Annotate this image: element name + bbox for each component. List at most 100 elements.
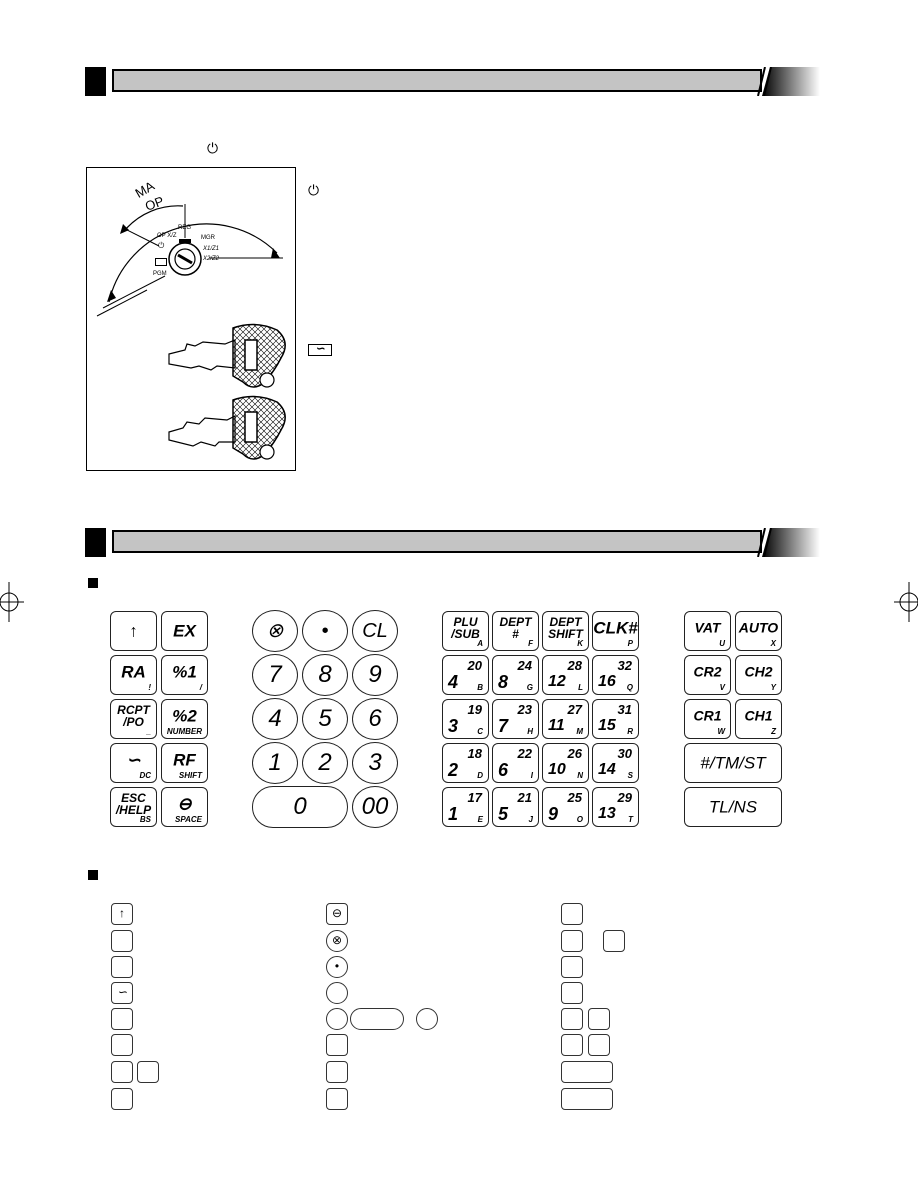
- key-1[interactable]: 1: [252, 742, 298, 784]
- key-sublabel: SPACE: [175, 815, 202, 824]
- key-sublabel: H: [527, 727, 533, 736]
- key-sublabel: S: [627, 771, 633, 780]
- key-sublabel: L: [578, 683, 583, 692]
- key-multiply[interactable]: ⊗: [252, 610, 298, 652]
- key-9[interactable]: 9: [352, 654, 398, 696]
- key-label: 2: [318, 749, 332, 776]
- key-5[interactable]: 5: [302, 698, 348, 740]
- key-label: ↑: [129, 621, 138, 641]
- key-tl-ns[interactable]: TL/NS: [684, 787, 782, 827]
- key-label: 8: [318, 661, 332, 688]
- legend-dept-shift-key: [326, 1088, 348, 1110]
- dept-number: 5: [498, 804, 509, 824]
- key-ex[interactable]: EX: [161, 611, 208, 651]
- key-label: ⊖: [177, 794, 192, 814]
- key-1[interactable]: %1/: [161, 655, 208, 695]
- dial-label-mgr: MGR: [201, 235, 215, 241]
- dept-shift-number: 25: [567, 790, 582, 805]
- key-label: 5: [318, 705, 332, 732]
- key-sublabel: V: [719, 683, 725, 692]
- key-0[interactable]: 0: [252, 786, 348, 828]
- dial-void-icon: [155, 258, 167, 266]
- dept-shift-number: 24: [517, 658, 532, 673]
- dial-label-reg: REG: [178, 225, 192, 231]
- key-sublabel: U: [719, 639, 725, 648]
- key-rcpt-po[interactable]: RCPT /PO_: [110, 699, 157, 739]
- key-label: 7: [268, 661, 282, 688]
- dept-number: 3: [448, 716, 459, 736]
- legend-ch2-key: [588, 1034, 610, 1056]
- key-label: EX: [173, 621, 196, 641]
- legend-paper-feed-key: ↑: [111, 903, 133, 925]
- key-sublabel: !: [148, 683, 151, 692]
- key-4[interactable]: 4: [252, 698, 298, 740]
- key-8[interactable]: 8: [302, 654, 348, 696]
- key-label: CH1: [744, 707, 773, 724]
- legend-plu-key: [326, 1034, 348, 1056]
- key-label: CR1: [693, 707, 722, 724]
- dept-number: 9: [548, 804, 559, 824]
- key-symbol[interactable]: ⊖SPACE: [161, 787, 208, 827]
- key-7[interactable]: 7: [252, 654, 298, 696]
- key-sublabel: I: [530, 771, 533, 780]
- legend-clk-key: [561, 903, 583, 925]
- key-cl[interactable]: CL: [352, 610, 398, 652]
- key-label: %1: [172, 662, 197, 682]
- key-sublabel: K: [577, 639, 583, 648]
- key-6[interactable]: 6: [352, 698, 398, 740]
- key-label: 4: [268, 705, 282, 732]
- dept-number: 1: [448, 804, 459, 824]
- key-ra[interactable]: RA!: [110, 655, 157, 695]
- key-symbol[interactable]: ∽DC: [110, 743, 157, 783]
- key-label: 0: [293, 793, 307, 820]
- key-symbol[interactable]: ↑: [110, 611, 157, 651]
- key-sublabel: Y: [770, 683, 776, 692]
- legend-vat-key: [561, 956, 583, 978]
- key-clk[interactable]: CLK#P: [592, 611, 639, 651]
- dept-shift-number: 18: [467, 746, 482, 761]
- registration-mark-right: [894, 582, 918, 622]
- key-sublabel: P: [627, 639, 633, 648]
- key-sublabel: O: [576, 815, 583, 824]
- key-decimal[interactable]: •: [302, 610, 348, 652]
- key-sublabel: N: [577, 771, 583, 780]
- legend-key-ra: [111, 956, 133, 978]
- dept-number: 11: [548, 717, 565, 734]
- key-2[interactable]: 2: [302, 742, 348, 784]
- key-00[interactable]: 00: [352, 786, 398, 828]
- dial-label-x2z2: X2/Z2: [203, 256, 220, 262]
- key-dept[interactable]: DEPT #F: [492, 611, 539, 651]
- section2-bar-gradient: [757, 528, 820, 557]
- section2-marker: [85, 528, 106, 557]
- key-3[interactable]: 3: [352, 742, 398, 784]
- key-sublabel: X: [770, 639, 776, 648]
- key-tm-st[interactable]: #/TM/ST: [684, 743, 782, 783]
